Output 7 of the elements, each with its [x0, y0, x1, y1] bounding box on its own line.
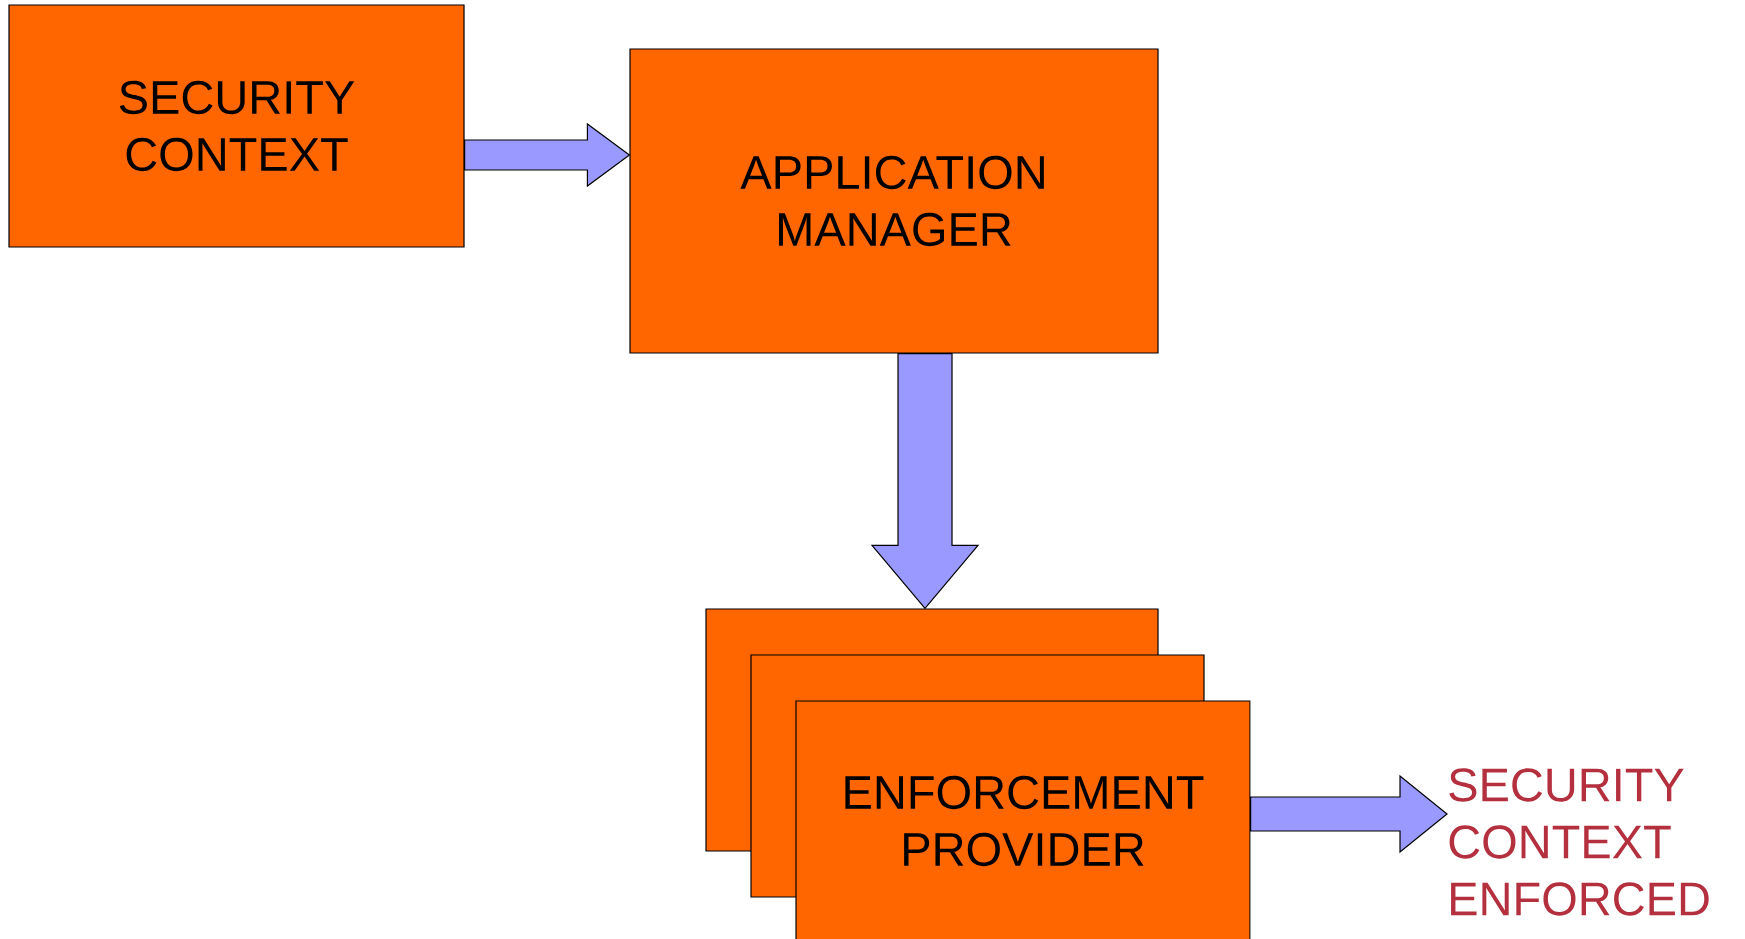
block-arrow [1250, 774, 1448, 854]
process-box: ENFORCEMENT PROVIDER [795, 700, 1251, 939]
block-arrow [870, 353, 980, 610]
block-arrow [464, 122, 631, 188]
result-label: SECURITY CONTEXT ENFORCED [1449, 768, 1709, 916]
process-box: SECURITY CONTEXT [8, 4, 465, 248]
process-box: APPLICATION MANAGER [629, 48, 1159, 354]
